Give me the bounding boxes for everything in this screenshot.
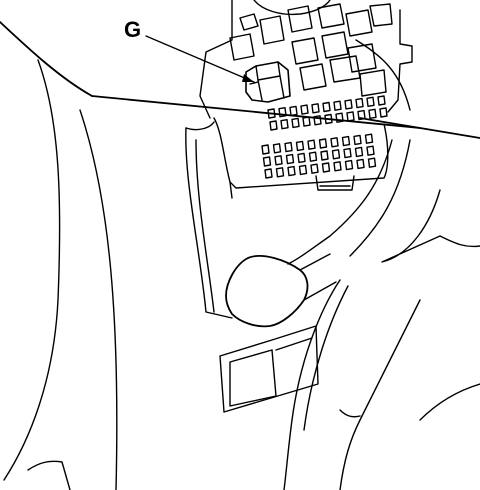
fuse-slot-grid: [261, 95, 388, 179]
fuse-slot-33: [274, 155, 283, 166]
fuse-slot-20: [368, 108, 377, 119]
lower-panel-cover: [219, 325, 319, 413]
fuse-slot-40: [354, 146, 364, 158]
fuse-slot-36: [308, 151, 318, 162]
fuse-slot-47: [321, 162, 331, 173]
fuse-slot-31: [364, 133, 374, 144]
fuse-slot-29: [341, 135, 351, 147]
fuse-box: [199, 0, 413, 199]
fuse-slot-13: [291, 117, 300, 129]
fuse-slot-23: [272, 143, 282, 154]
fuse-slot-7: [344, 99, 353, 110]
fuse-slot-10: [377, 95, 386, 106]
fuse-slot-3: [300, 104, 309, 115]
callout-g-label: G: [124, 17, 142, 42]
fuse-slot-51: [367, 157, 377, 168]
fuse-slot-44: [287, 165, 296, 177]
fuse-slot-2: [289, 105, 298, 117]
fuse-slot-48: [333, 161, 342, 172]
fuse-slot-11: [269, 120, 278, 131]
fuse-slot-38: [331, 149, 341, 160]
fuse-slot-49: [344, 159, 354, 171]
fuse-slot-9: [366, 96, 375, 107]
fuse-slot-14: [302, 116, 311, 127]
fuse-slot-6: [333, 100, 342, 111]
fuse-slot-35: [297, 152, 306, 164]
callout-g-leader: [145, 35, 255, 83]
fuse-slot-8: [355, 97, 364, 109]
fuse-slot-37: [320, 150, 329, 161]
fuse-slot-4: [311, 103, 320, 114]
callout-g-arrowhead: [242, 74, 254, 82]
fuse-slot-26: [307, 139, 316, 150]
fuse-slot-1: [278, 107, 287, 118]
fuse-slot-30: [353, 134, 362, 146]
fuse-slot-39: [343, 147, 352, 159]
fuse-slot-18: [346, 111, 355, 122]
fuse-slot-28: [330, 137, 339, 148]
fuse-slot-43: [275, 167, 285, 178]
fuse-slot-42: [264, 168, 273, 179]
fuse-slot-19: [357, 109, 366, 121]
fuse-slot-21: [379, 107, 388, 118]
fuse-slot-22: [261, 144, 270, 155]
fuse-slot-17: [335, 112, 344, 123]
fuse-slot-50: [356, 158, 365, 170]
fuse-slot-0: [267, 108, 276, 119]
fuse-slot-16: [324, 113, 333, 125]
fuse-slot-12: [280, 119, 289, 130]
fuse-slot-41: [366, 145, 375, 156]
fuse-slot-32: [262, 156, 272, 167]
fuse-slot-25: [295, 140, 305, 152]
fuse-slot-27: [318, 138, 328, 149]
fuse-slot-45: [298, 164, 308, 176]
fuse-slot-46: [310, 163, 319, 174]
fuse-slot-34: [285, 153, 295, 165]
dash-outline: [0, 21, 480, 490]
fuse-slot-5: [322, 101, 331, 113]
hood-release-lever: [225, 253, 337, 328]
fuse-slot-24: [284, 141, 293, 153]
relay-component-g: [245, 61, 291, 103]
fuse-slot-15: [313, 115, 322, 126]
